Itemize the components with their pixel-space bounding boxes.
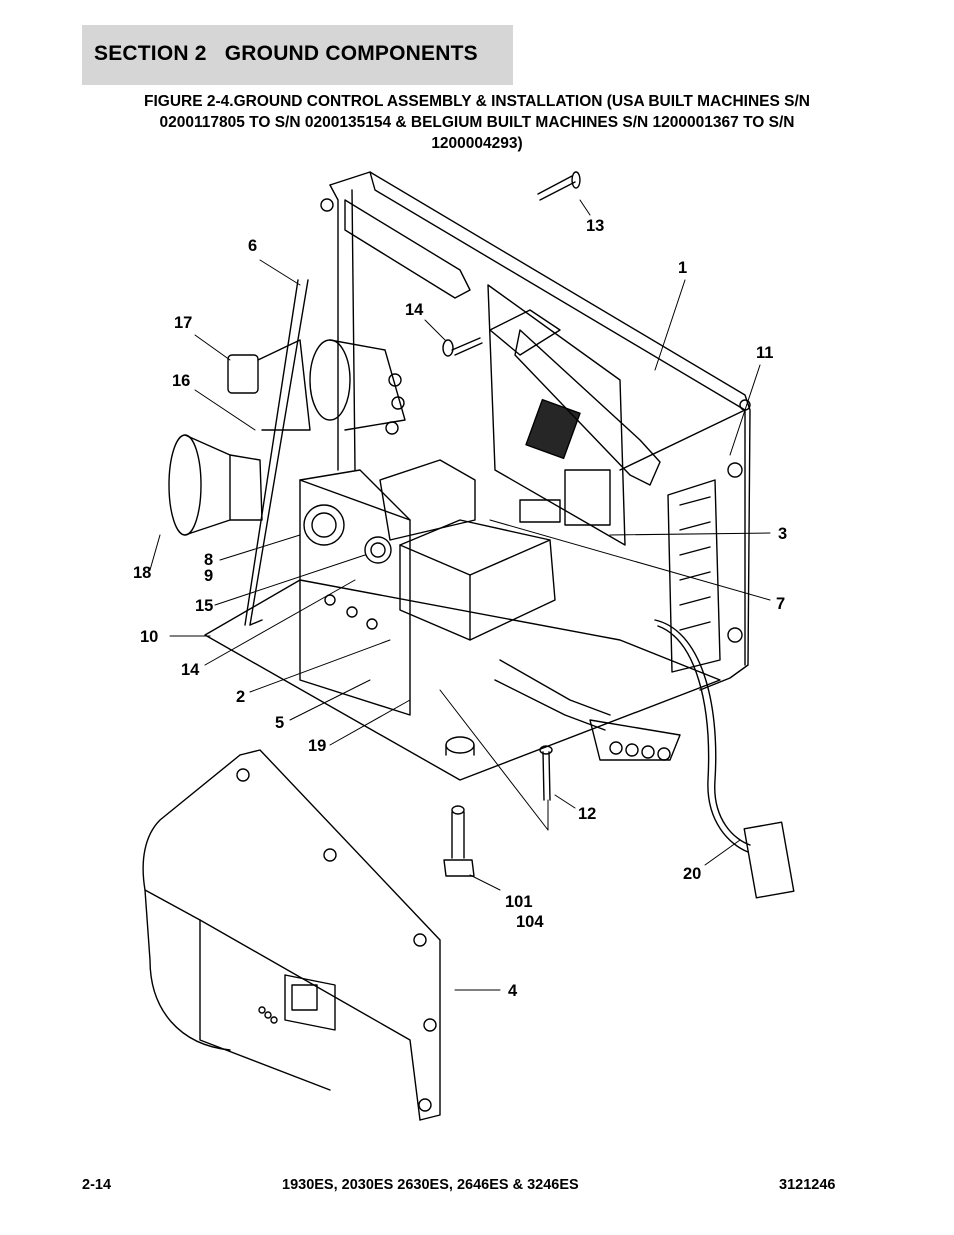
callout-15: 15 xyxy=(195,597,214,615)
callout-17: 17 xyxy=(174,314,193,332)
relay-module xyxy=(379,459,556,641)
figure-title-line-1: FIGURE 2-4.GROUND CONTROL ASSEMBLY & INS… xyxy=(144,93,810,110)
callout-4: 4 xyxy=(508,982,518,1000)
callout-14-bottom: 14 xyxy=(181,661,200,679)
callout-3: 3 xyxy=(778,525,788,543)
callout-101: 101 xyxy=(505,893,533,911)
callout-11: 11 xyxy=(756,344,774,362)
callout-6: 6 xyxy=(248,237,258,255)
footer-doc-number: 3121246 xyxy=(779,1177,836,1193)
leader-lines xyxy=(149,199,771,991)
handle-bar xyxy=(344,199,661,486)
callout-13: 13 xyxy=(586,217,605,235)
screw-12 xyxy=(539,745,553,801)
callout-12: 12 xyxy=(578,805,597,823)
callout-2: 2 xyxy=(236,688,246,706)
enclosure-cover xyxy=(142,749,441,1121)
callout-16: 16 xyxy=(172,372,191,390)
callout-8: 8 xyxy=(204,551,214,569)
callout-9: 9 xyxy=(204,567,214,585)
callout-10: 10 xyxy=(140,628,159,646)
figure-title-line-3: 1200004293) xyxy=(431,135,523,152)
circuit-board xyxy=(487,284,626,546)
callout-20: 20 xyxy=(683,865,702,883)
callout-104: 104 xyxy=(516,913,544,931)
footer-page-number: 2-14 xyxy=(82,1177,112,1193)
bolt-13 xyxy=(537,171,581,201)
enclosure-box xyxy=(320,171,751,691)
figure-title: FIGURE 2-4.GROUND CONTROL ASSEMBLY & INS… xyxy=(82,91,872,154)
footer-models: 1930ES, 2030ES 2630ES, 2646ES & 3246ES xyxy=(282,1177,579,1193)
callout-5: 5 xyxy=(275,714,285,732)
emergency-stop-button xyxy=(168,434,263,536)
figure-title-line-2: 0200117805 TO S/N 0200135154 & BELGIUM B… xyxy=(159,114,795,131)
callout-1: 1 xyxy=(678,259,688,277)
indicator-lights xyxy=(303,504,392,630)
bolt-101 xyxy=(443,736,475,877)
callout-7: 7 xyxy=(776,595,786,613)
callout-14-top: 14 xyxy=(405,301,424,319)
cable-20 xyxy=(654,619,795,899)
vertical-bracket xyxy=(244,279,309,626)
callout-18: 18 xyxy=(133,564,152,582)
mounting-plate xyxy=(204,469,721,781)
side-connector-block xyxy=(667,479,721,673)
screw-14-top xyxy=(442,337,483,357)
section-header-box xyxy=(82,25,513,85)
section-title: SECTION 2 GROUND COMPONENTS xyxy=(94,42,478,65)
rotary-switch xyxy=(309,339,406,435)
wire-harness xyxy=(494,659,681,761)
callout-19: 19 xyxy=(308,737,327,755)
key-switch xyxy=(227,339,311,431)
